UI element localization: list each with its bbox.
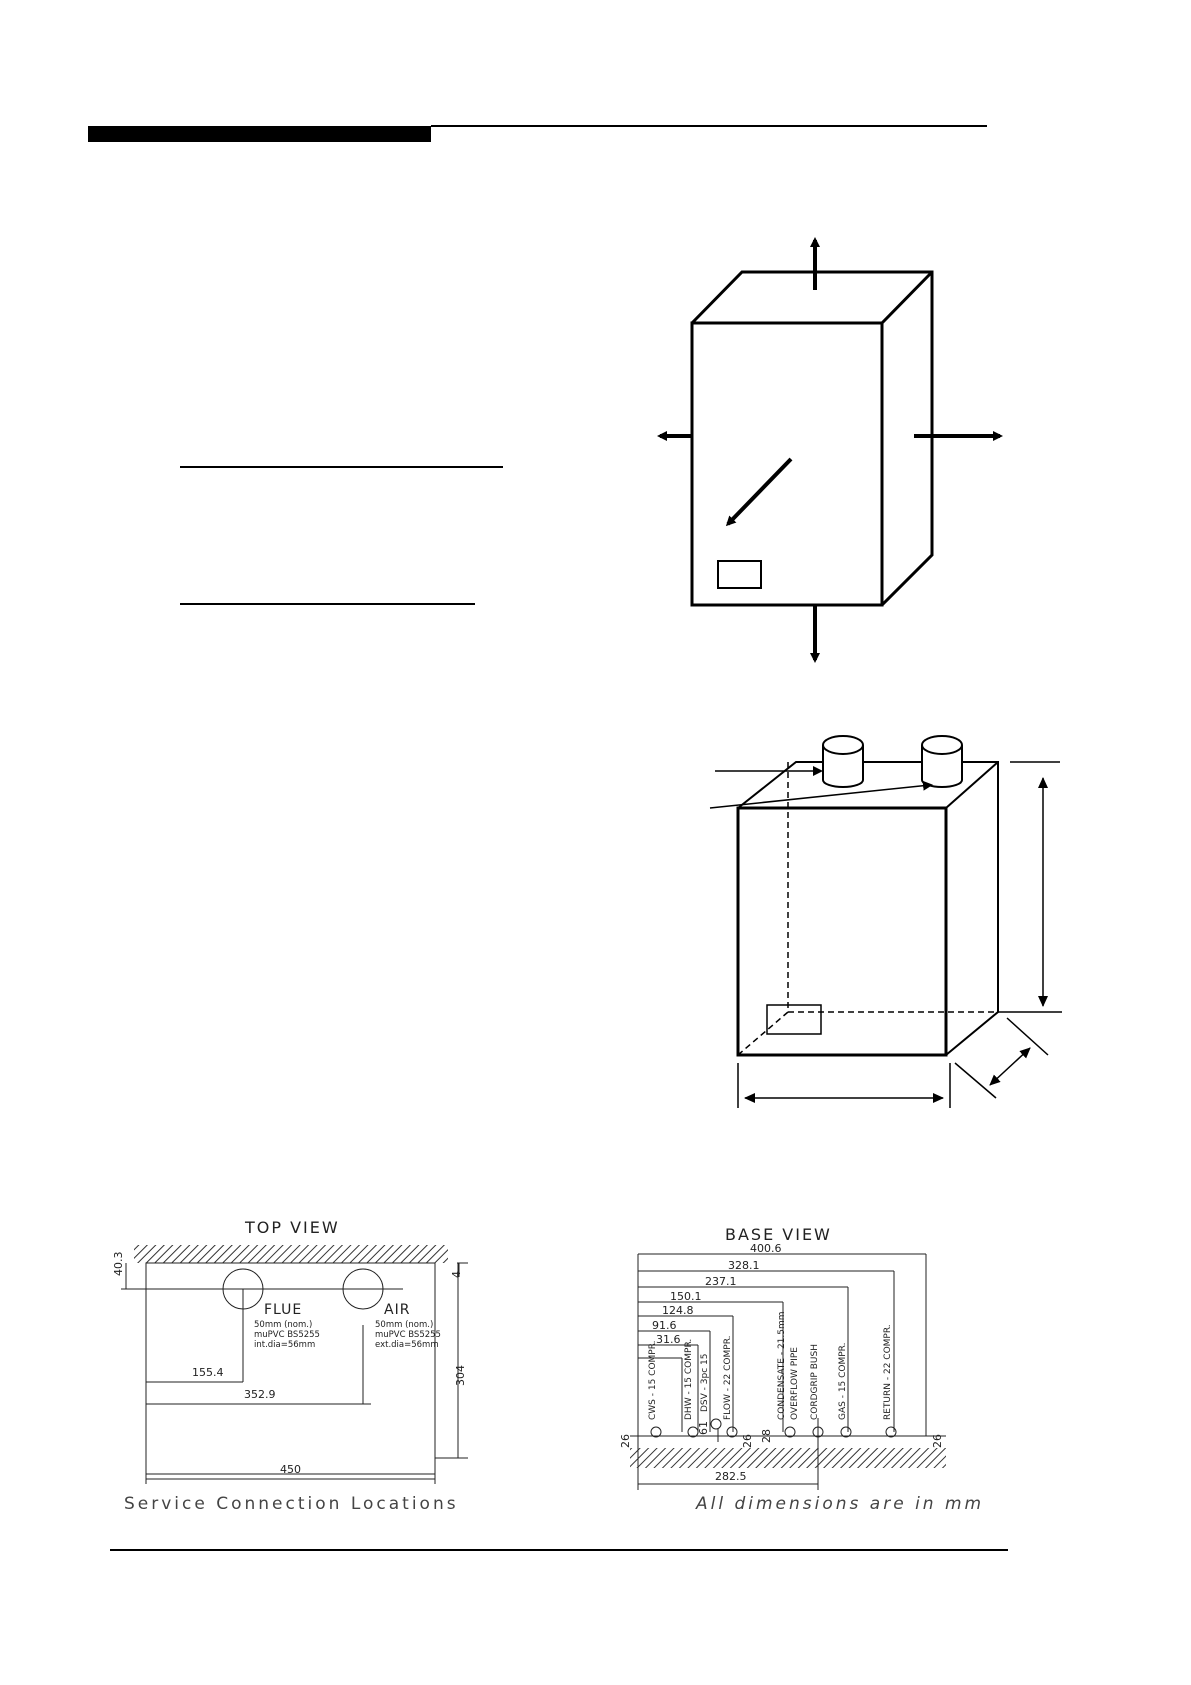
air-label: AIR: [384, 1302, 411, 1318]
flue-line2: muPVC BS5255: [254, 1330, 320, 1340]
conn-cordgrip: CORDGRIP BUSH: [810, 1344, 820, 1420]
flue-line3: int.dia=56mm: [254, 1340, 316, 1350]
base-dim-26-left: 26: [619, 1434, 632, 1448]
conn-gas: GAS - 15 COMPR.: [838, 1342, 848, 1420]
conn-cws: CWS - 15 COMPR.: [648, 1340, 658, 1420]
base-view-title: BASE VIEW: [725, 1225, 832, 1244]
base-view-drawing: [630, 1253, 946, 1490]
air-line2: muPVC BS5255: [375, 1330, 441, 1340]
units-caption: All dimensions are in mm: [696, 1494, 985, 1514]
base-dim-400-6: 400.6: [750, 1242, 782, 1255]
base-dim-26-mid: 26: [741, 1434, 754, 1448]
top-view-title: TOP VIEW: [245, 1218, 340, 1237]
top-dim-352-9: 352.9: [244, 1388, 276, 1401]
text-rule-1: [180, 466, 503, 468]
top-dim-304: 304: [454, 1365, 467, 1386]
top-dim-450: 450: [280, 1463, 301, 1476]
air-line1: 50mm (nom.): [375, 1320, 434, 1330]
base-dim-237-1: 237.1: [705, 1275, 737, 1288]
text-rule-2: [180, 603, 475, 605]
base-dim-328-1: 328.1: [728, 1259, 760, 1272]
top-dim-155-4: 155.4: [192, 1366, 224, 1379]
header-rule: [431, 125, 987, 127]
conn-return: RETURN - 22 COMPR.: [883, 1324, 893, 1420]
base-dim-61: 61: [697, 1421, 710, 1435]
conn-condensate: CONDENSATE - 21.5mm: [777, 1311, 787, 1420]
conn-dsv: DSV - 3pc 15: [700, 1353, 710, 1412]
conn-dhw: DHW - 15 COMPR.: [684, 1338, 694, 1420]
header-bar: [88, 126, 431, 142]
service-caption: Service Connection Locations: [124, 1494, 459, 1514]
flue-label: FLUE: [264, 1302, 303, 1318]
top-dim-4: 4: [450, 1271, 463, 1278]
top-dim-40-3: 40.3: [112, 1251, 125, 1277]
base-dim-91-6: 91.6: [652, 1319, 677, 1332]
base-dim-282-5: 282.5: [715, 1470, 747, 1483]
clearance-arrows: [657, 237, 1003, 663]
conn-flow: FLOW - 22 COMPR.: [723, 1335, 733, 1421]
flue-line1: 50mm (nom.): [254, 1320, 313, 1330]
top-view-drawing: [121, 1245, 468, 1484]
base-dim-124-8: 124.8: [662, 1304, 694, 1317]
appliance-3d: [709, 735, 1062, 1108]
base-dim-28: 28: [760, 1429, 773, 1443]
clearance-box: [690, 270, 934, 607]
base-dim-31-6: 31.6: [656, 1333, 681, 1346]
base-dim-150-1: 150.1: [670, 1290, 702, 1303]
conn-overflow: OVERFLOW PIPE: [790, 1347, 800, 1420]
air-line3: ext.dia=56mm: [375, 1340, 439, 1350]
base-dim-26-right: 26: [931, 1434, 944, 1448]
